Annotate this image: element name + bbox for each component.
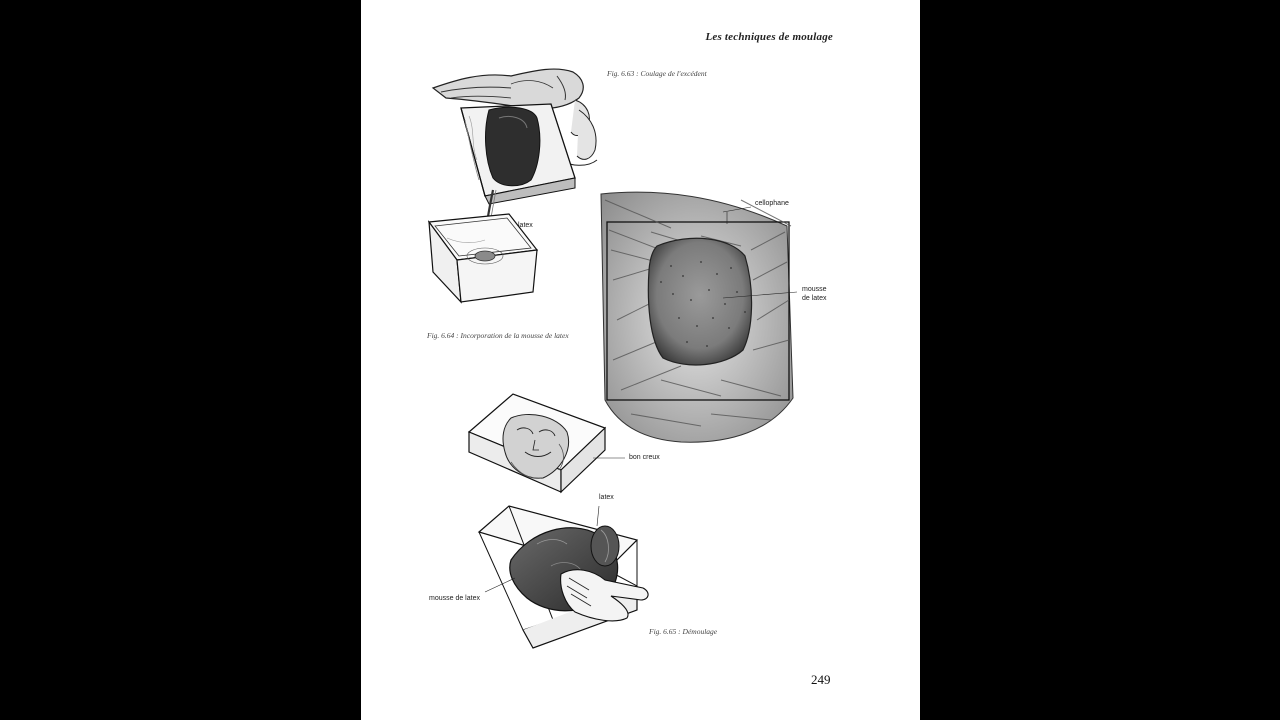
fig-6-64-caption: Fig. 6.64 : Incorporation de la mousse d… (427, 331, 569, 340)
fig-6-63-caption: Fig. 6.63 : Coulage de l'excédent (607, 69, 707, 78)
label-cellophane: cellophane (755, 200, 789, 207)
label-bon-creux: bon creux (629, 454, 660, 461)
fig-6-65-caption: Fig. 6.65 : Démoulage (649, 627, 718, 636)
running-header: Les techniques de moulage (705, 31, 833, 43)
label-mousse: mousse (802, 286, 827, 293)
label-de-latex: de latex (802, 295, 827, 302)
document-page: Les techniques de moulage (361, 0, 920, 720)
illustrations (427, 68, 798, 649)
fig-6-65-drawing (467, 393, 649, 649)
page-number: 249 (811, 672, 831, 687)
label-latex-pour: latex (518, 222, 533, 229)
fig-6-64-drawing (600, 191, 798, 443)
label-mousse-de-latex: mousse de latex (429, 595, 480, 602)
fig-6-63-drawing (427, 68, 598, 304)
label-latex-demoulage: latex (599, 494, 614, 501)
